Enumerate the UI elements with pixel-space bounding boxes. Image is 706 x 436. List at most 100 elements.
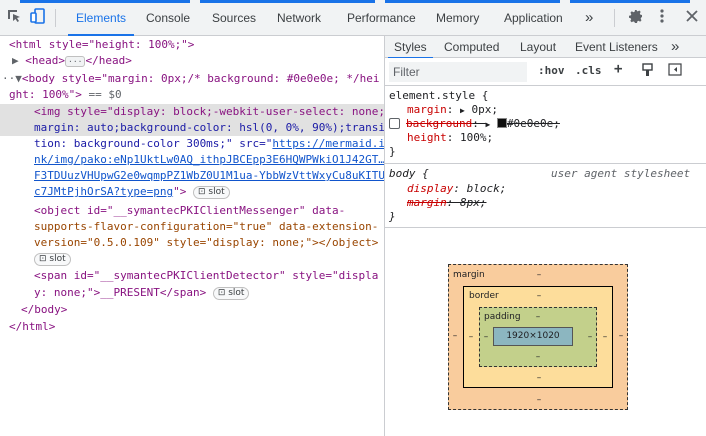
dom-node-img[interactable]: <img style="display: block;-webkit-user-…	[34, 104, 384, 120]
styles-filter-input[interactable]: Filter	[389, 62, 527, 82]
dom-node-html[interactable]: <html style="height: 100%;">	[9, 37, 194, 53]
device-toolbar-icon[interactable]	[28, 8, 48, 28]
margin-right-value[interactable]: –	[618, 331, 624, 341]
dom-node-span[interactable]: <span id="__symantecPKIClientDetector" s…	[34, 268, 378, 284]
span-tag-line2: y: none;">__PRESENT</span> ⊡ slot	[34, 285, 250, 301]
tab-computed[interactable]: Computed	[444, 40, 500, 54]
tab-event-listeners[interactable]: Event Listeners	[575, 40, 658, 54]
prop-name: height	[407, 131, 447, 144]
prop-margin[interactable]: margin: ▶ 0px;	[407, 103, 498, 116]
window-tab-indicator	[200, 0, 375, 3]
close-icon[interactable]	[682, 8, 702, 28]
new-rule-button[interactable]: +	[614, 61, 623, 77]
border-top-value[interactable]: –	[536, 291, 542, 301]
border-box: border – – – – padding – – – – 1920×1020	[463, 286, 613, 388]
object-tag-line1: <object id="__symantecPKIClientMessenger…	[34, 204, 346, 217]
rule-selector[interactable]: element.style {	[389, 89, 488, 103]
hover-state-toggle[interactable]: :hov	[538, 64, 565, 77]
expand-triangle-icon[interactable]: ▶	[12, 54, 19, 67]
slot-badge[interactable]: ⊡ slot	[192, 185, 230, 199]
prop-value: 0px;	[471, 103, 498, 116]
paint-icon[interactable]	[641, 63, 654, 80]
collapse-triangle-icon[interactable]: ▼	[15, 72, 22, 85]
tab-memory[interactable]: Memory	[436, 11, 480, 25]
img-style-value-end: tion: background-color 300ms;" src="	[34, 137, 273, 150]
expand-triangle-icon[interactable]: ▶	[485, 120, 491, 129]
more-sidebar-tabs-button[interactable]: »	[671, 38, 680, 55]
prop-background[interactable]: background: ▶ #0e0e0e;	[389, 117, 560, 132]
tab-layout[interactable]: Layout	[520, 40, 557, 54]
prop-display: display: block;	[407, 182, 507, 195]
dom-node-object[interactable]: <object id="__symantecPKIClientMessenger…	[34, 203, 345, 219]
prop-height[interactable]: height: 100%;	[407, 131, 494, 144]
img-src-link[interactable]: https://mermaid.i	[272, 137, 384, 150]
pane-divider[interactable]	[384, 36, 385, 436]
content-box[interactable]: 1920×1020	[493, 327, 573, 346]
slot-badge[interactable]: ⊡ slot	[34, 252, 71, 266]
dom-node-body-cont: ght: 100%"> == $0	[9, 87, 122, 103]
rule-selector[interactable]: body {	[389, 167, 429, 181]
dom-node-html-close[interactable]: </html>	[9, 319, 55, 335]
margin-top-value[interactable]: –	[536, 270, 542, 280]
border-bottom-value[interactable]: –	[536, 373, 542, 383]
padding-bottom-value[interactable]: –	[535, 352, 541, 362]
head-open-tag: <head>	[25, 54, 65, 67]
img-tag-line4: nk/img/pako:eNp1UktLw0AQ_ithpJBCEpp3E6HQ…	[34, 152, 384, 168]
prop-value: block;	[466, 182, 507, 195]
inspect-element-icon[interactable]	[4, 8, 24, 28]
dom-node-body-close[interactable]: </body>	[21, 302, 67, 318]
padding-label: padding	[484, 312, 521, 322]
margin-bottom-value[interactable]: –	[536, 395, 542, 405]
prop-value: 100%;	[460, 131, 494, 144]
dom-node-body[interactable]: ··▼<body style="margin: 0px;/* backgroun…	[2, 71, 380, 87]
prop-name: margin	[407, 196, 447, 209]
tab-sources[interactable]: Sources	[212, 11, 257, 25]
tab-console[interactable]: Console	[146, 11, 191, 25]
padding-left-value[interactable]: –	[483, 332, 489, 342]
tab-performance[interactable]: Performance	[347, 11, 416, 25]
class-toggle[interactable]: .cls	[575, 64, 602, 77]
img-src-link-cont2[interactable]: F3TDUuzVHUpwG2e0wqmpPZ1WbZ0U1M1ua-YbbWzV…	[34, 169, 384, 182]
box-model-diagram: margin – – – – border – – – – padding – …	[448, 264, 628, 410]
border-right-value[interactable]: –	[602, 332, 608, 342]
styles-filter-bar: Filter :hov .cls +	[385, 58, 706, 86]
prop-margin-overridden: margin: 8px;	[407, 196, 487, 209]
toggle-sidebar-icon[interactable]	[668, 63, 682, 79]
rule-close-brace: }	[389, 145, 396, 158]
kebab-menu-icon[interactable]	[652, 8, 672, 28]
body-close-tag: </body>	[21, 303, 68, 316]
img-src-link-cont[interactable]: nk/img/pako:eNp1UktLw0AQ_ithpJBCEpp3E6HQ…	[34, 153, 384, 166]
tab-elements[interactable]: Elements	[67, 0, 135, 36]
tab-styles[interactable]: Styles	[388, 36, 433, 59]
span-tag-line2-text: y: none;">__PRESENT</span>	[34, 286, 207, 299]
selector-text: body {	[389, 167, 429, 180]
tab-application[interactable]: Application	[504, 11, 563, 25]
slot-badge[interactable]: ⊡ slot	[212, 286, 250, 300]
rule-close-brace: }	[389, 210, 396, 223]
html-open-tag: <html style="height: 100%;">	[9, 38, 195, 51]
prop-name: background	[406, 117, 473, 130]
collapsed-ellipsis[interactable]: ···	[65, 55, 86, 67]
dom-node-head[interactable]: ▶ <head>···</head>	[12, 53, 132, 69]
img-src-link-end[interactable]: c7JMtPjhOrSA?type=png	[34, 185, 174, 198]
padding-right-value[interactable]: –	[587, 332, 593, 342]
rule-element-style: element.style { margin: ▶ 0px; backgroun…	[385, 88, 706, 164]
expand-triangle-icon[interactable]: ▶	[460, 106, 465, 115]
padding-top-value[interactable]: –	[535, 312, 541, 322]
selected-node-highlight	[0, 104, 384, 136]
slot-label: slot	[228, 287, 245, 298]
gear-icon[interactable]	[626, 8, 646, 28]
border-left-value[interactable]: –	[468, 332, 474, 342]
object-attrs: supports-flavor-configuration="true" dat…	[34, 220, 379, 233]
slot-icon: ⊡	[197, 186, 206, 197]
prop-name: margin	[407, 103, 447, 116]
margin-left-value[interactable]: –	[452, 331, 458, 341]
property-checkbox[interactable]	[389, 118, 400, 129]
more-dots-icon: ··	[2, 72, 16, 85]
rule-close: }	[389, 210, 396, 224]
sidebar-tabs: Styles Computed Layout Event Listeners »	[385, 36, 706, 59]
tab-network[interactable]: Network	[277, 11, 322, 25]
toolbar-separator	[55, 9, 56, 27]
color-swatch[interactable]	[496, 118, 507, 128]
more-tabs-button[interactable]: »	[585, 9, 594, 26]
